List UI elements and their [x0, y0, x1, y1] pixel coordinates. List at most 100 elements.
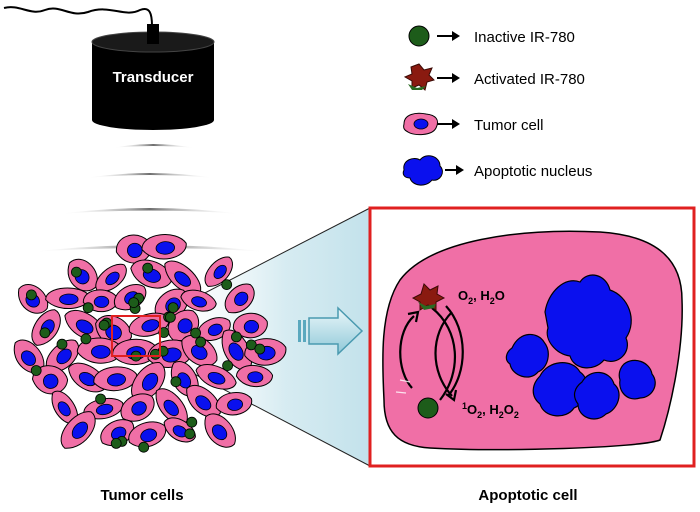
cell-nucleus [207, 323, 223, 336]
reactants-label: O2, H2O [458, 288, 505, 306]
tumor-cell [120, 393, 155, 422]
cell-nucleus [213, 264, 227, 279]
inactive-ir780-dot [71, 266, 82, 278]
inactive-ir780-dot [110, 437, 122, 449]
inactive-ir780-dot [142, 262, 154, 274]
inactive-ir780-dot [222, 360, 234, 372]
apoptotic-nucleus-fragment [618, 359, 656, 400]
inactive-ir780-dot [186, 416, 198, 428]
cell-nucleus [190, 344, 208, 360]
inactive-ir780-dot [25, 289, 37, 301]
cell-nucleus [56, 348, 72, 365]
inactive-ir780-dot [195, 336, 207, 348]
apoptotic-nucleus-fragment [505, 333, 549, 378]
inactive-ir780-dot [149, 348, 161, 360]
legend-label: Activated IR-780 [474, 71, 585, 88]
cell-nucleus [140, 428, 158, 443]
inactive-ir780-dot [170, 376, 182, 388]
tumor-cell [95, 263, 127, 292]
cell-nucleus [42, 373, 59, 389]
inactive-ir780-dot [30, 365, 42, 376]
tumor-cell [31, 365, 69, 395]
tumor-cell [235, 364, 274, 388]
cell-nucleus [90, 345, 111, 359]
ultrasound-waves [30, 144, 270, 252]
cell-nucleus [20, 350, 36, 366]
cell-nucleus [107, 373, 126, 387]
legend-item-apoptotic-nucleus: Apoptotic nucleus [402, 155, 592, 186]
tumor-cell [93, 366, 138, 392]
cell-nucleus [211, 424, 228, 441]
apoptotic-nucleus-fragment [573, 371, 620, 420]
blue-blob-icon [402, 155, 443, 186]
inactive-ir780-dot [82, 302, 94, 314]
tumor-cell [232, 312, 268, 339]
products-label: 1O2, H2O2 [462, 401, 519, 420]
magnified-region-marker [111, 315, 161, 357]
tumor-cell [13, 339, 45, 374]
cell-nucleus [131, 401, 147, 416]
tumor-cell [224, 283, 255, 314]
inactive-ir780-dot [184, 428, 196, 440]
cell-nucleus [141, 319, 160, 332]
cell-nucleus [228, 342, 244, 361]
inactive-ir780-dot [167, 302, 179, 314]
tumor-cell [204, 413, 236, 448]
tumor-cell-cluster [13, 234, 287, 453]
cell-nucleus [243, 319, 259, 334]
cell-nucleus [155, 241, 175, 255]
apoptotic-nucleus-fragment [532, 362, 588, 417]
cell-nucleus [191, 296, 207, 308]
cell-nucleus [57, 401, 71, 417]
legend-label: Tumor cell [474, 117, 543, 134]
tumor-cells-caption: Tumor cells [100, 487, 183, 504]
inactive-ir780-dot [230, 331, 242, 343]
legend-item-tumor-cell: Tumor cell [403, 112, 543, 136]
inactive-ir780-dot [98, 319, 110, 331]
zoom-cone [160, 208, 370, 466]
reaction-cycle [395, 305, 464, 402]
tumor-cell [64, 310, 105, 341]
transducer-label: Transducer [113, 69, 194, 86]
cell-nucleus [174, 271, 191, 287]
apoptotic-nucleus-fragment [544, 274, 632, 369]
cell-nucleus [141, 372, 159, 391]
tumor-cell [197, 317, 231, 341]
magnify-arrow [298, 306, 364, 356]
tumor-cell [204, 256, 233, 287]
transducer-cable [3, 6, 153, 27]
inactive-ir780-dot [95, 393, 106, 405]
cell-nucleus [177, 318, 193, 334]
tumor-cell [221, 329, 253, 371]
transducer: Transducer [91, 24, 215, 130]
cell-nucleus [105, 271, 120, 286]
apoptotic-cell-caption: Apoptotic cell [478, 487, 577, 504]
tumor-cell [45, 287, 91, 309]
cell-nucleus [207, 371, 226, 385]
cell-nucleus [247, 371, 264, 383]
cell-nucleus [163, 399, 179, 417]
tumor-cell [60, 411, 96, 449]
inactive-ir780-dot [56, 338, 68, 350]
inactive-ir780-dot [80, 333, 92, 345]
tumor-cell [180, 289, 217, 312]
inactive-ir780-dot [164, 311, 176, 323]
cell-nucleus [59, 293, 79, 305]
cell-nucleus [93, 295, 110, 308]
apoptotic-nuclei [505, 274, 656, 420]
inactive-ir780-dot [128, 297, 140, 309]
tumor-cell [164, 260, 202, 295]
inactive-ir780-icon [417, 397, 439, 419]
legend: Inactive IR-780 Activated IR-780 Tumor c… [402, 25, 592, 186]
inactive-ir780-dot [158, 327, 170, 338]
cell-nucleus [234, 291, 249, 306]
tumor-cell [115, 234, 152, 264]
cell-nucleus [95, 403, 114, 416]
red-star-icon [403, 63, 435, 91]
tumor-cell [186, 384, 221, 418]
tumor-cell [215, 391, 252, 416]
green-circle-icon [408, 25, 430, 47]
inactive-ir780-dot [221, 279, 233, 291]
legend-item-activated-ir780: Activated IR-780 [403, 63, 585, 91]
